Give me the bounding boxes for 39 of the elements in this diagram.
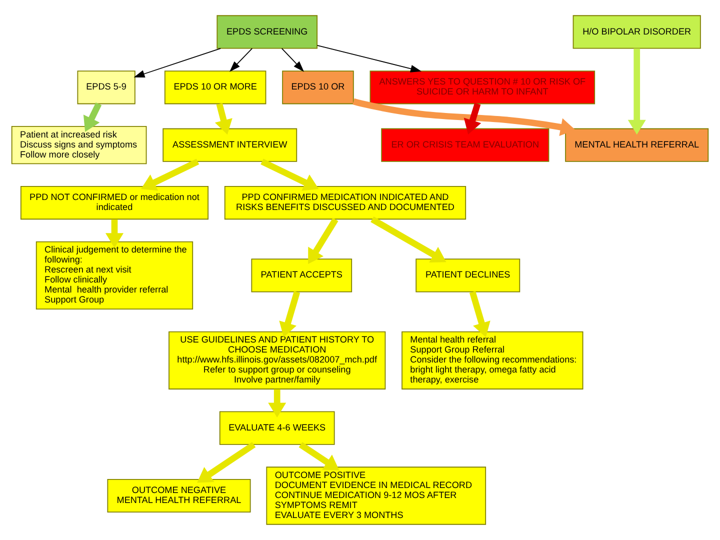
arrow bbox=[464, 102, 482, 135]
arrow bbox=[281, 48, 304, 72]
arrow bbox=[370, 216, 446, 263]
arrow bbox=[469, 291, 490, 338]
node-box: PPD CONFIRMED MEDICATION INDICATED AND RISKS BENEFITS DISCUSSED AND DOCUMENTED bbox=[224, 186, 466, 220]
node-box: EVALUATE 4-6 WEEKS bbox=[219, 411, 335, 445]
node-box: H/O BIPOLAR DISORDER bbox=[572, 15, 701, 49]
node-box: ASSESSMENT INTERVIEW bbox=[162, 128, 298, 162]
arrow bbox=[230, 48, 253, 72]
arrow bbox=[260, 158, 319, 191]
arrow bbox=[83, 102, 102, 132]
arrow bbox=[197, 442, 256, 483]
node-box: Mental health referral Support Group Referral Consider the following recommendations: bright light therapy, omega fatty acid therapy, exercise bbox=[402, 331, 584, 390]
node-box: PPD NOT CONFIRMED or medication not indicated bbox=[20, 186, 209, 220]
node-box: ER OR CRISIS TEAM EVALUATION bbox=[381, 128, 550, 162]
node-box: MENTAL HEALTH REFERRAL bbox=[565, 128, 709, 162]
node-box: USE GUIDELINES AND PATIENT HISTORY TO CHOOSE MEDICATION http://www.hfs.illinois.gov/assets/082007_mch.pdf Refer to support group or counseling Involve partner/family bbox=[168, 331, 386, 390]
node-box: Clinical judgement to determine the following: Rescreen at next visit Follow clinically Mental health provider referral Support Group bbox=[36, 241, 194, 310]
arrow bbox=[214, 103, 232, 135]
arrow bbox=[140, 158, 200, 191]
node-box: PATIENT ACCEPTS bbox=[251, 258, 352, 292]
arrow bbox=[352, 98, 576, 136]
node-box: Patient at increased risk Discuss signs and symptoms Follow more closely bbox=[11, 126, 147, 164]
node-box: PATIENT DECLINES bbox=[416, 258, 520, 292]
node-box: EPDS 5-9 bbox=[77, 70, 136, 104]
arrow bbox=[298, 442, 340, 470]
arrow bbox=[308, 218, 338, 264]
node-box: OUTCOME NEGATIVE MENTAL HEALTH REFERRAL bbox=[107, 478, 251, 513]
arrow bbox=[628, 48, 646, 135]
node-box: ANSWERS YES TO QUESTION # 10 OR RISK OF SUICIDE OR HARM TO INFANT bbox=[370, 70, 596, 104]
arrow bbox=[316, 44, 422, 72]
node-box: OUTCOME POSITIVE DOCUMENT EVIDENCE IN MEDICAL RECORD CONTINUE MEDICATION 9-12 MOS AFTER SYMPTOMS REMIT EVALUATE EVERY 3 MONTHS bbox=[266, 466, 486, 525]
node-box: EPDS SCREENING bbox=[216, 15, 318, 49]
arrow bbox=[105, 219, 124, 248]
node-box: EPDS 10 OR bbox=[282, 70, 354, 104]
arrow bbox=[268, 389, 286, 418]
arrow bbox=[134, 48, 222, 78]
arrow bbox=[279, 291, 300, 338]
node-box: EPDS 10 OR MORE bbox=[164, 70, 266, 104]
